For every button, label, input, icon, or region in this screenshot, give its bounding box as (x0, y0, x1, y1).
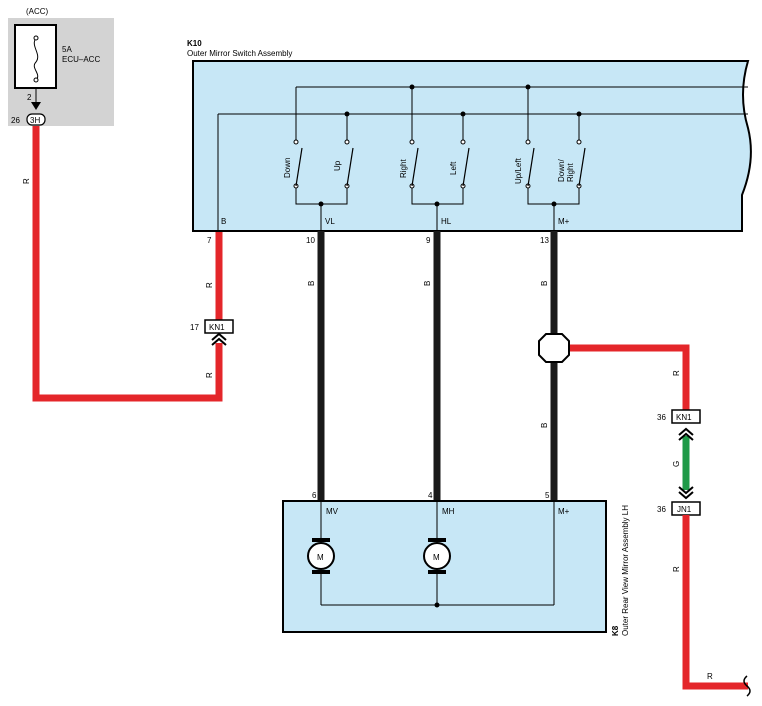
switch-pair-vl: Down Up (283, 87, 354, 231)
pin-m-plus: 13 (540, 236, 549, 245)
switch-contact (576, 139, 582, 145)
switch-name: Outer Mirror Switch Assembly (187, 49, 292, 58)
switch-contact (525, 139, 531, 145)
wire-color-label: B (540, 281, 549, 286)
mirror-pin-mh: 4 (428, 491, 433, 500)
chevron-up-icon (211, 332, 227, 346)
switch-pair-m: Up/Left Down/ Right (514, 87, 586, 231)
switch-assembly: K10 Outer Mirror Switch Assembly Down Up (187, 39, 752, 232)
wire-color-label: G (672, 461, 681, 467)
switch-blade (462, 147, 470, 187)
switch-blade (295, 147, 303, 187)
switch-label-right: Right (566, 163, 575, 182)
switch-contact (409, 139, 415, 145)
wire-color-label: B (307, 281, 316, 286)
connector-jn1: JN1 36 (657, 501, 701, 516)
connector-3h-label: 3H (30, 116, 40, 125)
fuse-supply-label: (ACC) (26, 7, 49, 16)
fuse-block: (ACC) 5A ECU–ACC 2 26 3H (8, 7, 114, 126)
jn1-label: JN1 (677, 505, 692, 514)
switch-blade (411, 147, 419, 187)
mirror-assembly: MV MH M+ M M K8 Outer Rear View Mirror A… (282, 500, 630, 636)
motor-label: M (433, 553, 440, 562)
pin-b: 7 (207, 236, 212, 245)
wire-color-label: R (205, 372, 214, 378)
wire-red-fuse-kn1 (32, 126, 223, 402)
junction-dot (551, 201, 557, 207)
kn1-right-label: KN1 (676, 413, 692, 422)
fuse-connector-arrow-icon (31, 102, 41, 110)
wire-color-label: B (540, 423, 549, 428)
mirror-id: K8 (611, 625, 620, 636)
junction-dot (434, 602, 440, 608)
wire-color-label: B (423, 281, 432, 286)
switch-id: K10 (187, 39, 202, 48)
switch-blade (578, 147, 586, 187)
wire-red-splice-kn1 (568, 344, 690, 410)
connector-kn1-right: KN1 36 (657, 409, 701, 424)
junction-dot (318, 201, 324, 207)
kn1-left-pin: 17 (190, 323, 199, 332)
motor-icon (423, 542, 451, 570)
mirror-term-mh: MH (442, 507, 455, 516)
splice-point (538, 333, 570, 363)
term-hl: HL (441, 217, 452, 226)
switch-label-up: Up (333, 160, 342, 171)
chevron-down-icon (678, 486, 694, 500)
motor-label: M (317, 553, 324, 562)
mirror-term-m-plus: M+ (558, 507, 570, 516)
fuse-terminal-bottom (33, 77, 39, 83)
jn1-pin: 36 (657, 505, 666, 514)
term-m-plus: M+ (558, 217, 570, 226)
kn1-left-label: KN1 (209, 323, 225, 332)
wire-break-icon (743, 675, 751, 697)
switch-contact (460, 139, 466, 145)
connector-3h-box (26, 113, 46, 126)
motor-icon (307, 542, 335, 570)
pin-vl: 10 (306, 236, 315, 245)
wire-color-label: R (672, 566, 681, 572)
switch-contact (293, 139, 299, 145)
kn1-right-box (671, 409, 701, 424)
fuse-name: ECU–ACC (62, 55, 100, 64)
term-b: B (221, 217, 226, 226)
switch-label-left: Left (449, 161, 458, 175)
switch-label-down: Down (283, 158, 292, 178)
mirror-name: Outer Rear View Mirror Assembly LH (621, 505, 630, 636)
wire-color-label: R (672, 370, 681, 376)
wire-color-label: R (22, 178, 31, 184)
fuse-icon (33, 37, 39, 81)
switch-pair-hl: Right Left (399, 87, 470, 231)
wire-color-label: R (205, 282, 214, 288)
connector-3h-pin: 26 (11, 116, 20, 125)
mirror-pin-mv: 6 (312, 491, 317, 500)
chevron-up-icon (678, 427, 694, 441)
mirror-pin-m-plus: 5 (545, 491, 550, 500)
connector-kn1-left: KN1 17 (190, 319, 234, 346)
term-vl: VL (325, 217, 335, 226)
fuse-box (14, 24, 57, 89)
motor-mv: M (307, 538, 335, 574)
pin-hl: 9 (426, 236, 431, 245)
switch-label-up-left: Up/Left (514, 157, 523, 184)
fuse-rating: 5A (62, 45, 72, 54)
fuse-terminal-top (33, 35, 39, 41)
switch-contact (344, 139, 350, 145)
wire-red-jn1-out (682, 515, 748, 690)
motor-mh: M (423, 538, 451, 574)
switch-body (192, 60, 752, 232)
switch-blade (527, 147, 535, 187)
junction-dot (434, 201, 440, 207)
switch-label-right: Right (399, 159, 408, 178)
wire-color-label: R (707, 672, 713, 681)
fuse-pin: 2 (27, 93, 32, 102)
mirror-term-mv: MV (326, 507, 339, 516)
switch-blade (346, 147, 354, 187)
kn1-right-pin: 36 (657, 413, 666, 422)
switch-label-down: Down/ (557, 159, 566, 182)
